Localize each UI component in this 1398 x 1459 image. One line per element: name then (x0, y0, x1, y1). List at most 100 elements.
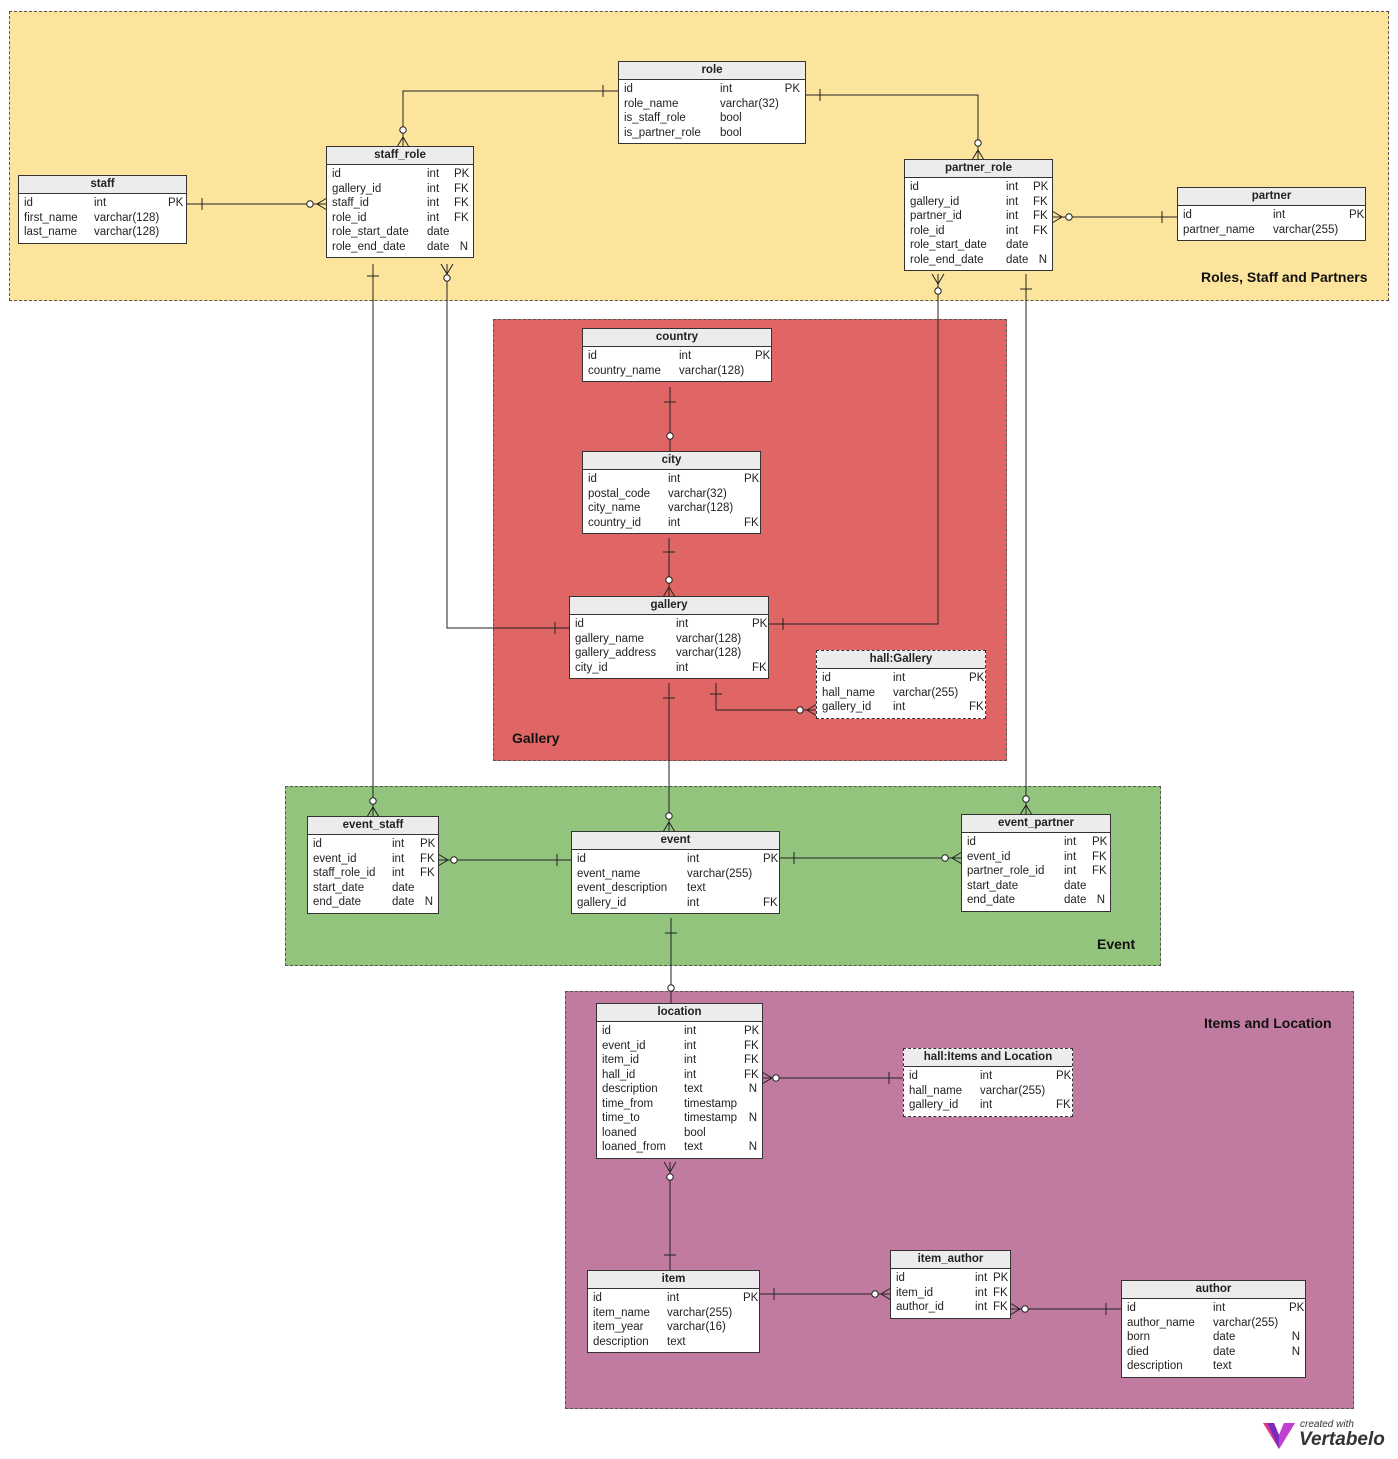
column-key: FK (1092, 865, 1107, 877)
column-name: role_id (910, 224, 945, 237)
column-key: PK (1092, 836, 1108, 848)
column-key: N (1291, 1331, 1300, 1343)
rel-role-staff-role (402, 90, 618, 147)
column-type: int (392, 852, 405, 865)
rel-role-partner-role (805, 94, 979, 160)
column-name: id (313, 838, 322, 850)
column-name: role_start_date (910, 239, 987, 251)
column-name: author_id (896, 1301, 944, 1313)
